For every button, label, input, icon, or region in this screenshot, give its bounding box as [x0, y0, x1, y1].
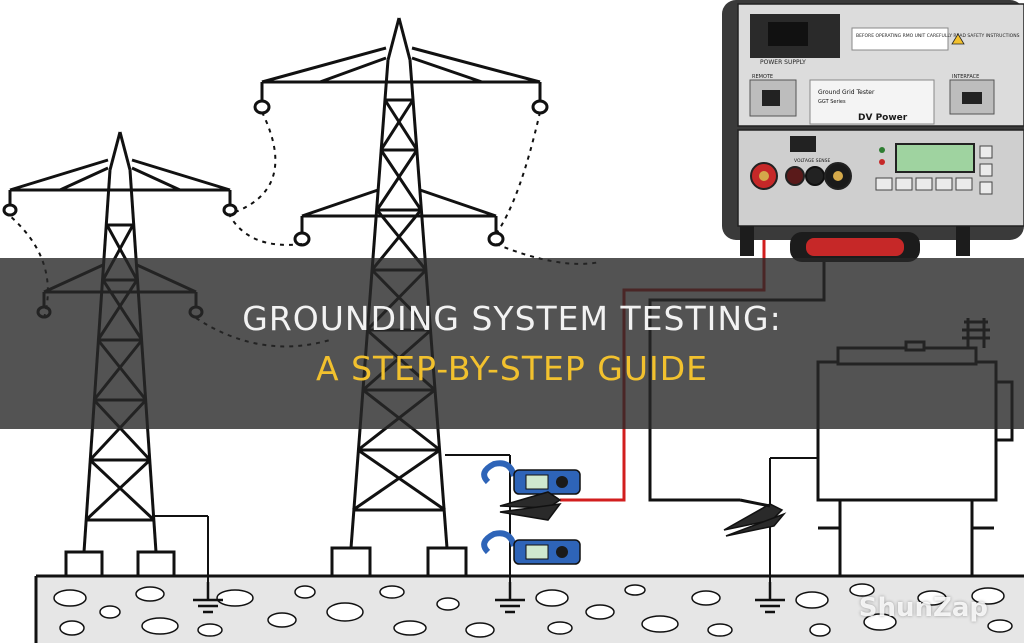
clamp-meter-lower — [484, 533, 580, 564]
interface-label: INTERFACE — [952, 74, 979, 80]
title-banner: GROUNDING SYSTEM TESTING: A STEP-BY-STEP… — [0, 258, 1024, 429]
model-series: GGT Series — [818, 99, 846, 105]
warning-label: BEFORE OPERATING RMO UNIT CAREFULLY READ… — [856, 33, 1020, 39]
remote-label: REMOTE — [752, 74, 773, 80]
power-supply-label: POWER SUPPLY — [760, 59, 806, 66]
brand-logo: DV Power — [858, 113, 908, 123]
title-line-2: A STEP-BY-STEP GUIDE — [316, 344, 708, 394]
voltage-sense-label: VOLTAGE SENSE — [794, 158, 831, 164]
ground-grid-tester: POWER SUPPLY BEFORE OPERATING RMO UNIT C… — [722, 0, 1024, 262]
watermark-logo: ShunZap — [859, 593, 988, 623]
model-name: Ground Grid Tester — [818, 89, 875, 96]
clamp-meter-upper — [484, 463, 580, 494]
alligator-clip-transformer — [724, 500, 784, 536]
title-line-1: GROUNDING SYSTEM TESTING: — [242, 294, 781, 344]
